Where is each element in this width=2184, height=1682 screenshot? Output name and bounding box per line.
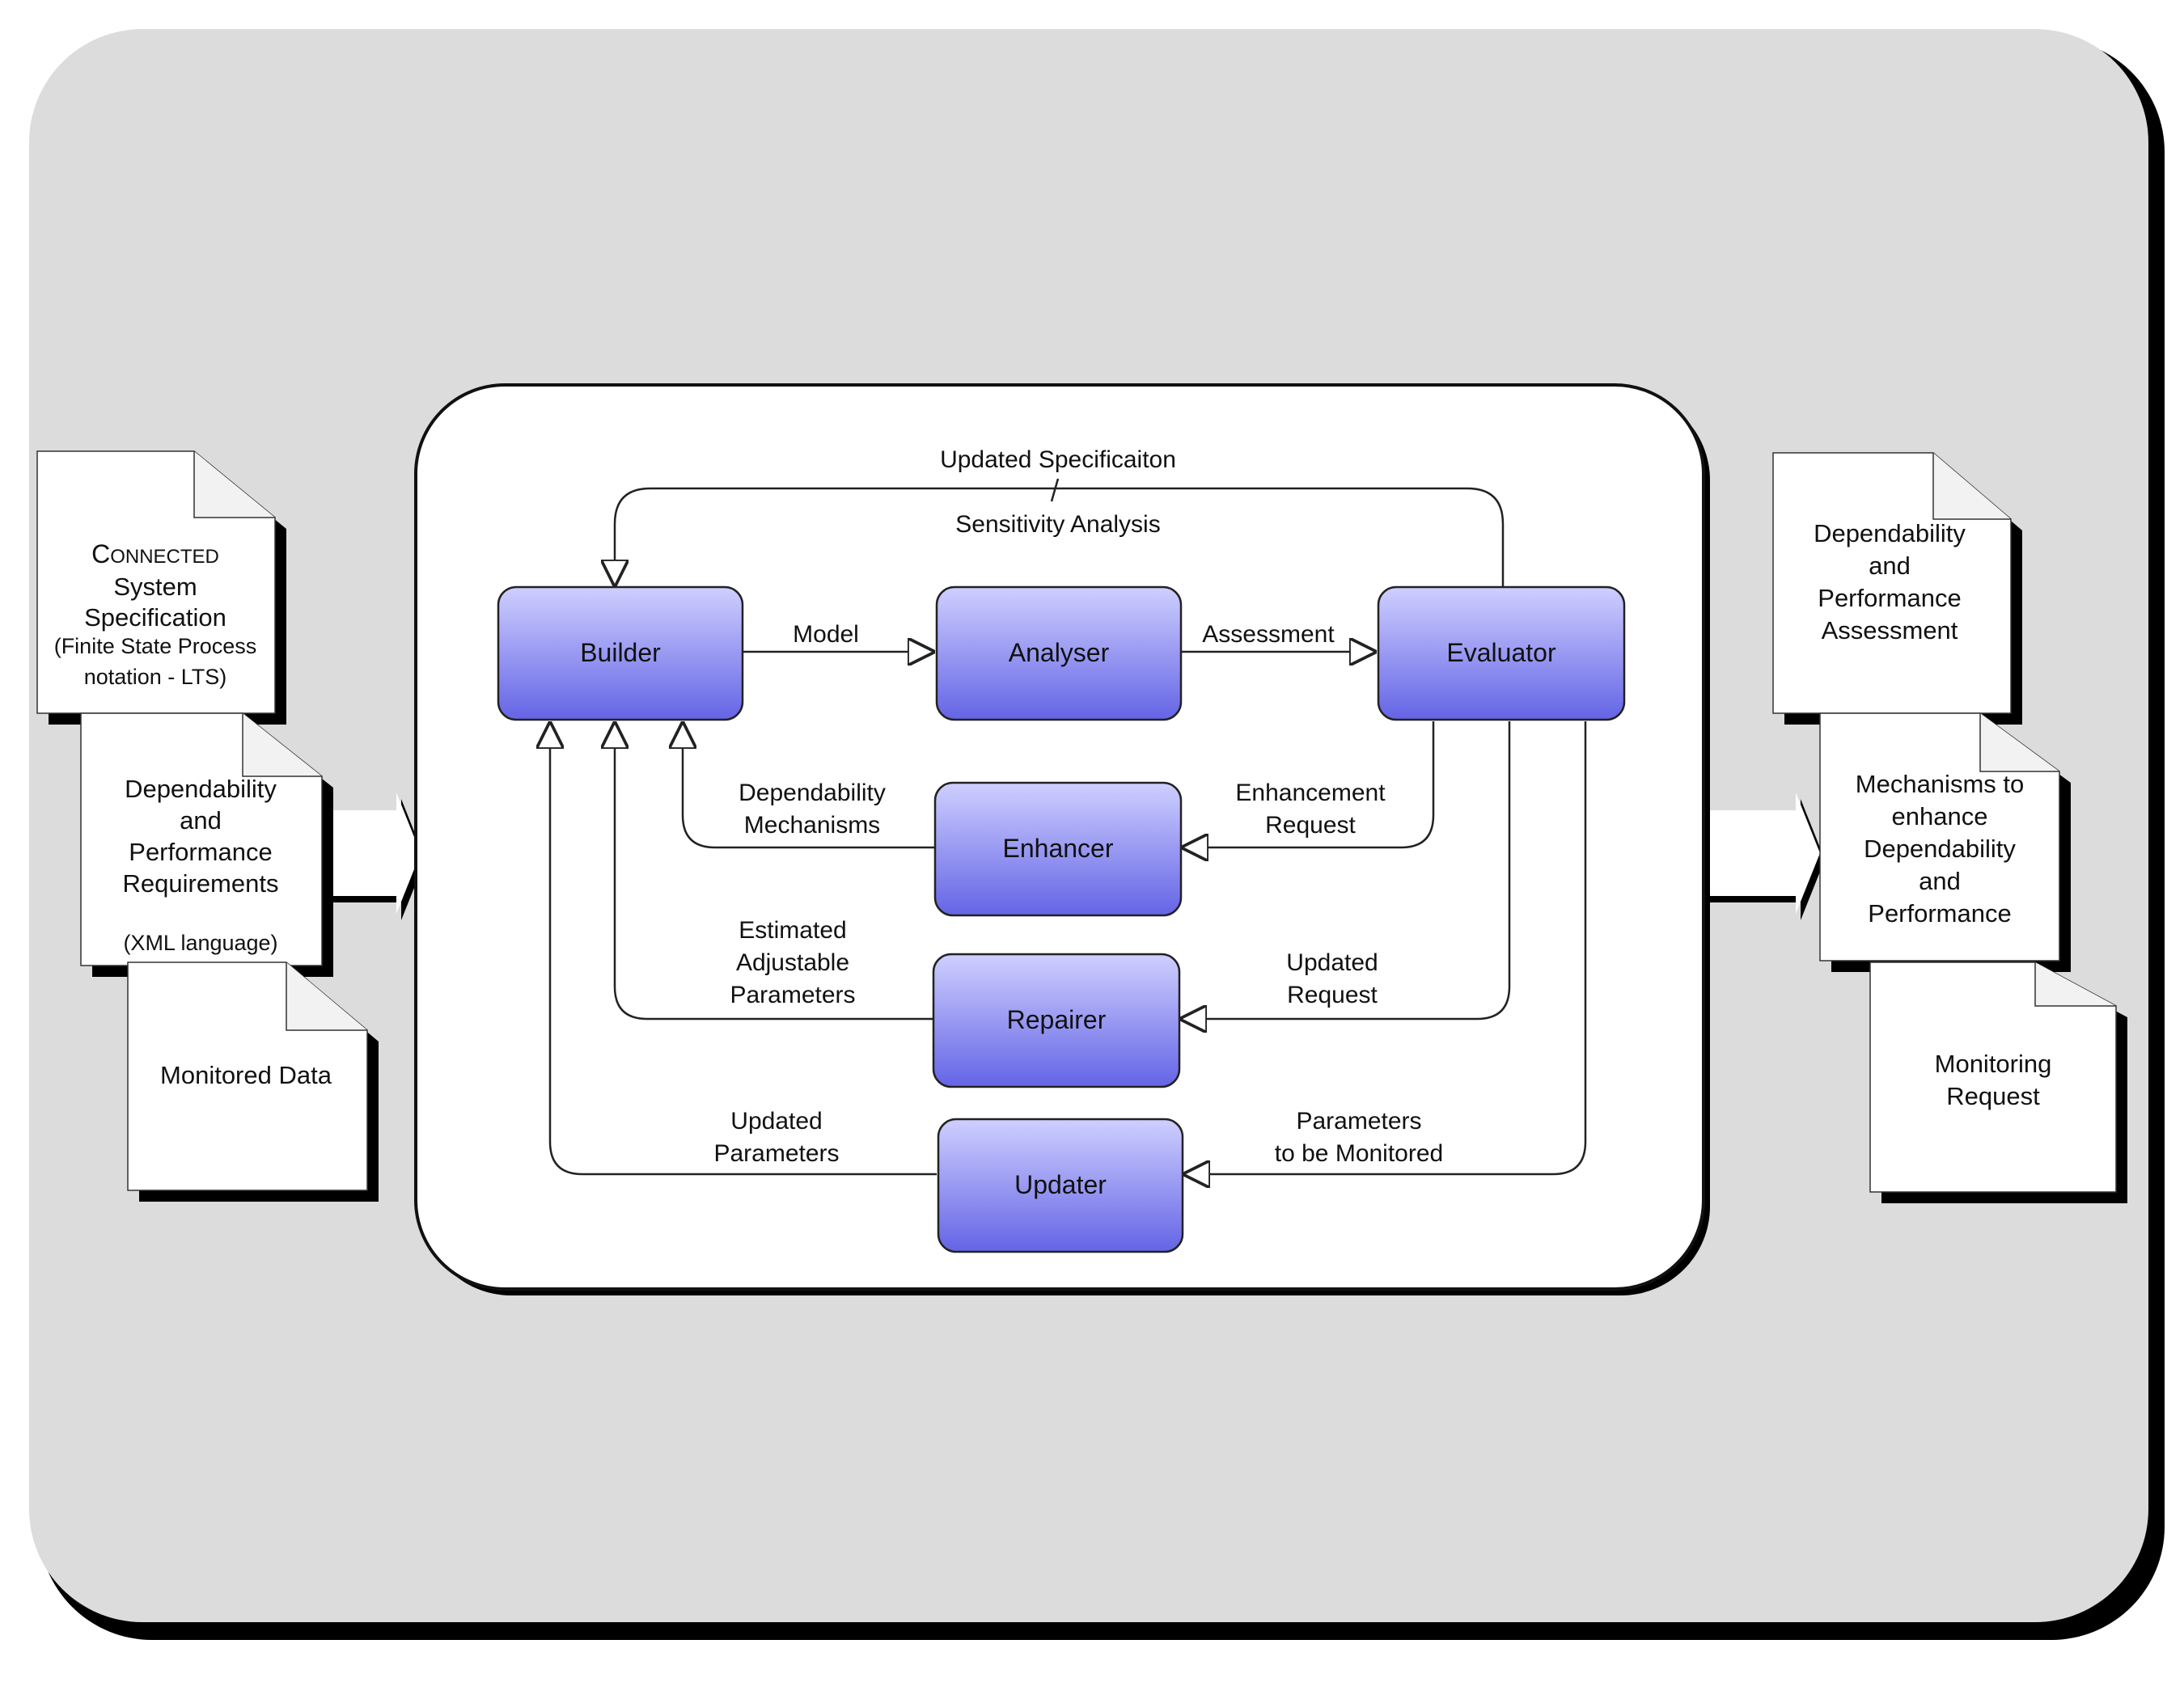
connected-spec-line-2: Specification: [84, 603, 226, 632]
monitoring-request-document: Monitoring Request: [1869, 961, 2127, 1203]
connectors: [550, 478, 1587, 1176]
connected-spec-title: CONNECTED: [91, 539, 219, 568]
input-flow-arrow: [324, 792, 425, 920]
connected-first-letter: C: [91, 539, 110, 568]
updated-request-label-1: Updated: [1286, 949, 1378, 976]
updated-parameters-label-2: Parameters: [713, 1140, 839, 1167]
updated-request-arrow: [1179, 721, 1511, 1019]
parameters-monitored-label-2: to be Monitored: [1275, 1140, 1443, 1167]
arrow-labels: Updated Specificaiton Sensitivity Analys…: [713, 446, 1443, 1167]
requirements-line-3: Performance: [129, 838, 272, 866]
connected-spec-line-3: (Finite State Process: [54, 634, 257, 658]
assessment-doc-line-1: Dependability: [1814, 519, 1966, 547]
updated-parameters-label-1: Updated: [730, 1108, 822, 1135]
requirements-line-1: Dependability: [125, 775, 277, 803]
assessment-doc-line-2: and: [1869, 552, 1911, 580]
requirements-line-2: and: [180, 806, 222, 835]
enhancement-request-label-2: Request: [1265, 812, 1356, 839]
builder-label: Builder: [580, 638, 661, 667]
requirements-line-4: Requirements: [123, 869, 279, 898]
evaluator-label: Evaluator: [1446, 638, 1556, 667]
requirements-note: (XML language): [123, 931, 277, 955]
analyser-box: Analyser: [935, 585, 1183, 721]
estimated-parameters-arrow: [615, 721, 933, 1021]
monitoring-request-line-2: Request: [1946, 1082, 2040, 1110]
parameters-monitored-arrow: [1183, 721, 1587, 1174]
assessment-doc-line-4: Assessment: [1822, 616, 1958, 644]
connected-spec-line-4: notation - LTS): [84, 665, 227, 689]
dependability-mechanisms-label-2: Mechanisms: [744, 812, 880, 839]
enhancement-request-arrow: [1181, 721, 1435, 847]
mechanisms-doc-line-1: Mechanisms to: [1856, 770, 2024, 798]
enhancer-box: Enhancer: [933, 781, 1183, 917]
monitored-data-label: Monitored Data: [160, 1061, 332, 1089]
estimated-parameters-label-1: Estimated: [739, 917, 846, 944]
mechanisms-doc-line-3: Dependability: [1864, 835, 2016, 863]
enhancer-label: Enhancer: [1003, 834, 1114, 863]
model-label: Model: [793, 621, 859, 648]
updated-parameters-arrow: [550, 721, 937, 1176]
updated-specification-label: Updated Specificaiton: [940, 446, 1176, 473]
updated-specification-arrow: [615, 487, 1505, 587]
connected-spec-document: CONNECTED System Specification (Finite S…: [36, 450, 286, 725]
repairer-label: Repairer: [1007, 1005, 1107, 1034]
connected-rest: ONNECTED: [110, 546, 219, 568]
mechanisms-doc-line-5: Performance: [1868, 899, 2011, 928]
analyser-label: Analyser: [1009, 638, 1110, 667]
monitoring-request-line-1: Monitoring: [1935, 1050, 2052, 1078]
updated-request-label-2: Request: [1287, 982, 1378, 1008]
enhancement-request-label-1: Enhancement: [1235, 780, 1386, 806]
dependability-mechanisms-arrow: [683, 721, 935, 849]
parameters-monitored-label-1: Parameters: [1296, 1108, 1421, 1135]
sensitivity-analysis-label: Sensitivity Analysis: [955, 511, 1160, 538]
evaluator-box: Evaluator: [1377, 585, 1626, 721]
mechanisms-document: Mechanisms to enhance Dependability and …: [1819, 712, 2071, 972]
output-flow-arrow: [1699, 792, 1825, 920]
monitored-data-document: Monitored Data: [127, 961, 379, 1202]
updater-box: Updater: [937, 1118, 1184, 1253]
assessment-document: Dependability and Performance Assessment: [1772, 452, 2022, 725]
repairer-box: Repairer: [932, 953, 1181, 1088]
assessment-label: Assessment: [1202, 621, 1335, 648]
estimated-parameters-label-2: Adjustable: [736, 949, 849, 976]
updater-label: Updater: [1014, 1170, 1107, 1199]
builder-box: Builder: [497, 585, 744, 721]
estimated-parameters-label-3: Parameters: [730, 982, 855, 1008]
assessment-doc-line-3: Performance: [1818, 584, 1961, 612]
mechanisms-doc-line-2: enhance: [1892, 802, 1988, 830]
dependability-mechanisms-label-1: Dependability: [739, 780, 886, 806]
connected-spec-line-1: System: [113, 573, 197, 601]
mechanisms-doc-line-4: and: [1919, 867, 1961, 895]
requirements-document: Dependability and Performance Requiremen…: [80, 712, 333, 977]
